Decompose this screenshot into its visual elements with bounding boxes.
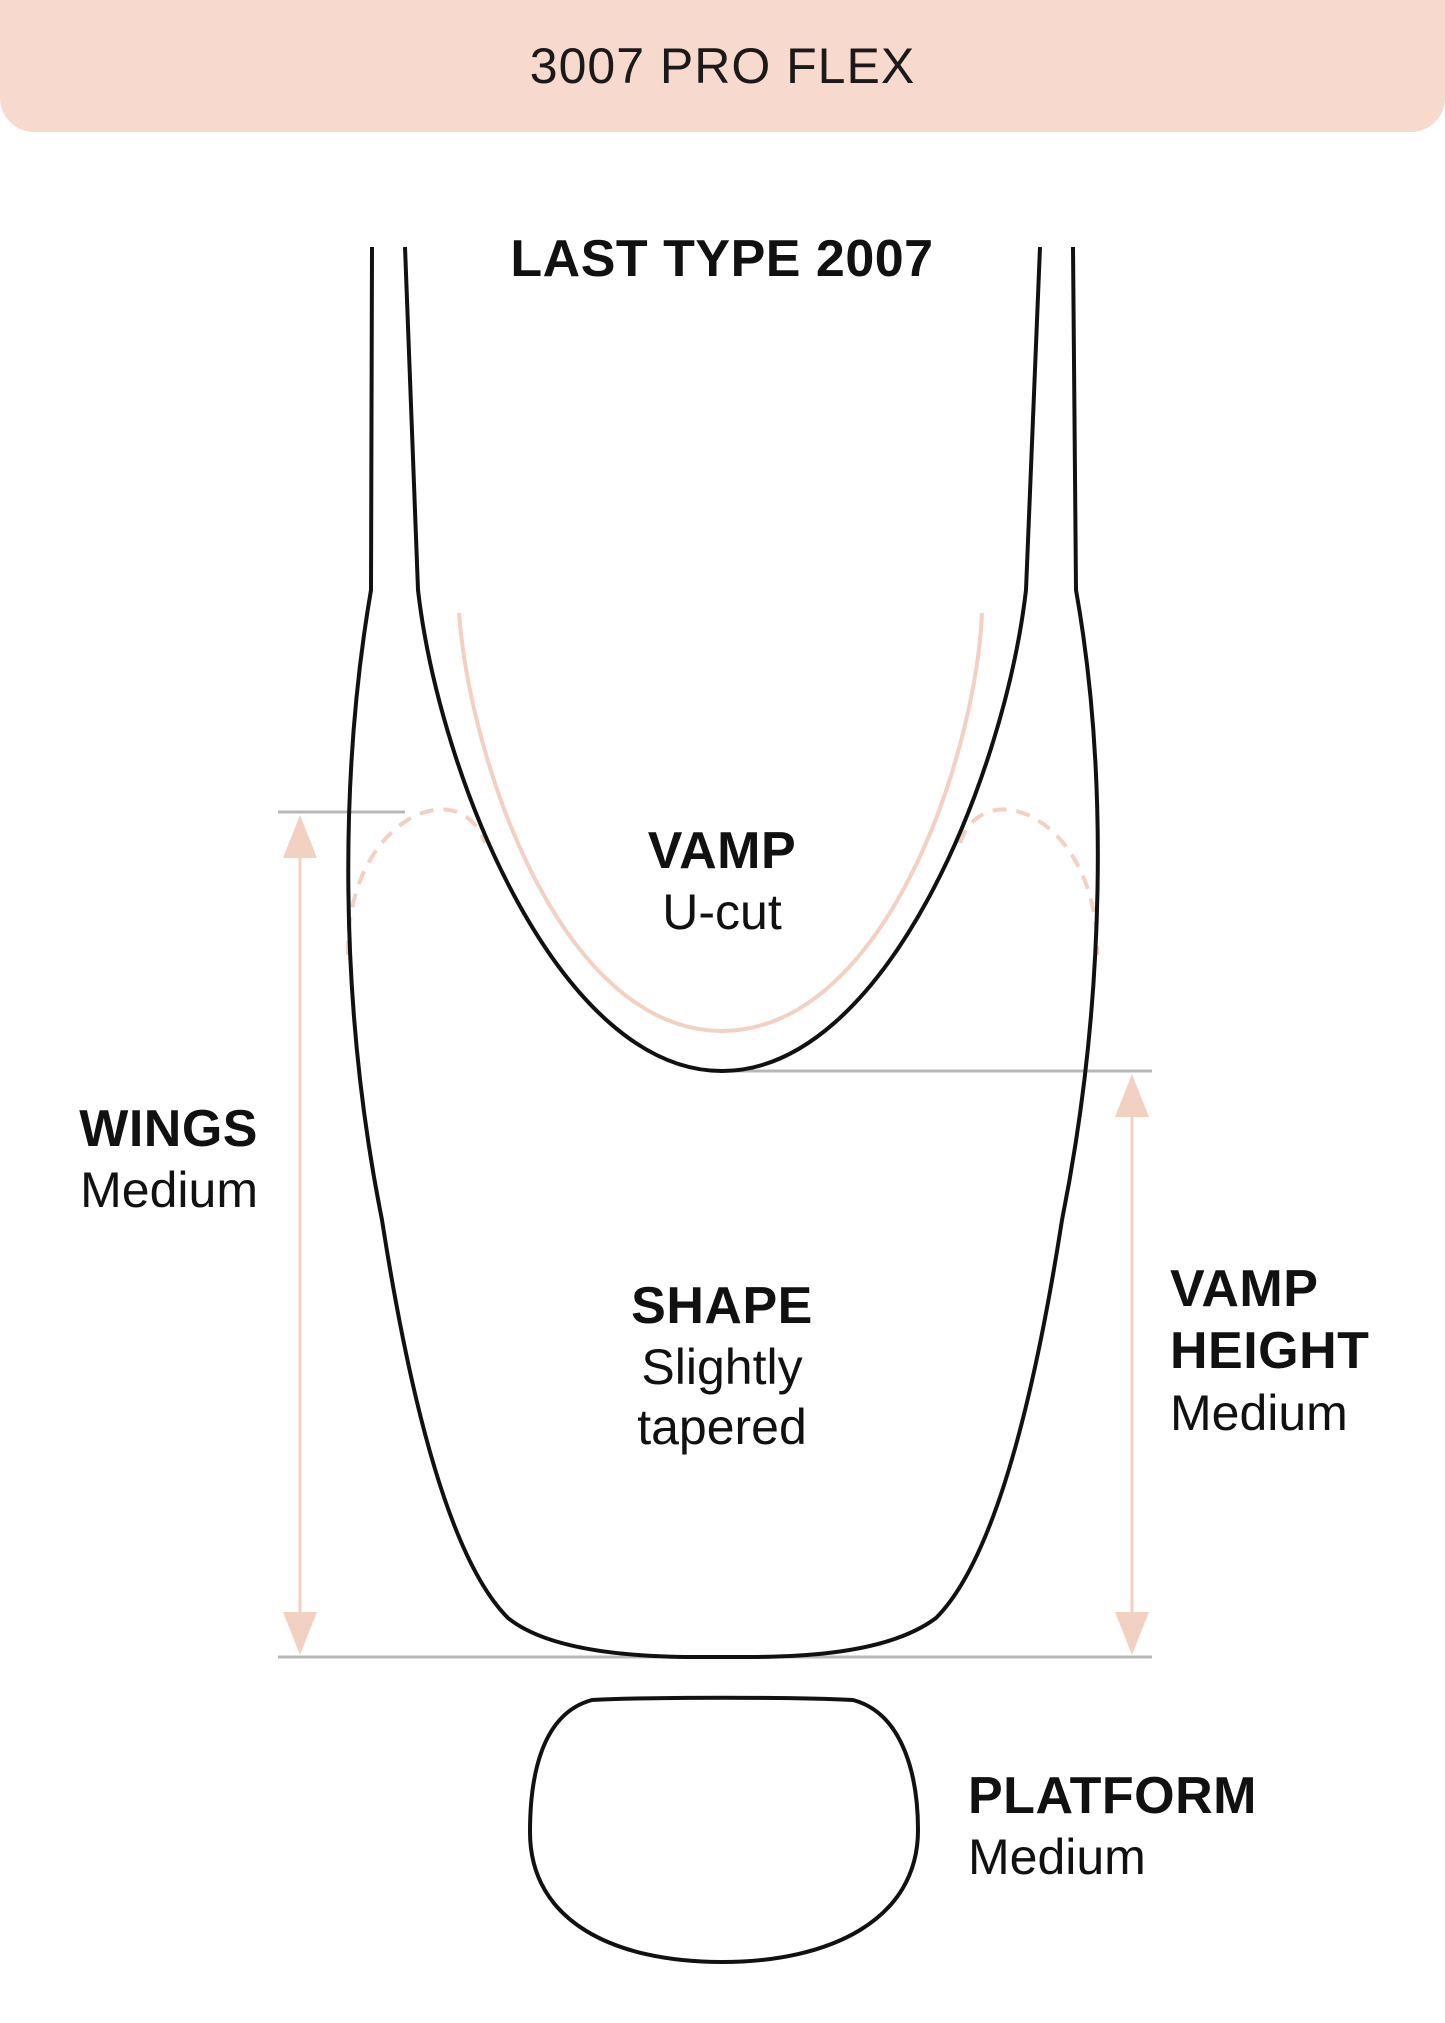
- left-wing-dashed-arc: [345, 807, 487, 956]
- shoe-inner-outline: [403, 246, 1042, 1074]
- wings-dimension-arrow: [283, 815, 317, 1655]
- platform-label: PLATFORM Medium: [968, 1765, 1308, 1887]
- platform-value: Medium: [968, 1829, 1146, 1886]
- platform-outline: [527, 1695, 921, 1965]
- wings-label: WINGS Medium: [20, 1098, 258, 1220]
- wings-value: Medium: [80, 1162, 258, 1219]
- vamp-height-title-line2: HEIGHT: [1170, 1322, 1370, 1381]
- platform-title: PLATFORM: [968, 1767, 1257, 1825]
- vamp-label: VAMP U-cut: [572, 820, 872, 942]
- inner-vamp-curve: [457, 612, 984, 1034]
- vamp-height-title-line1: VAMP: [1170, 1260, 1319, 1318]
- product-title: 3007 PRO FLEX: [529, 38, 916, 94]
- header-bar: 3007 PRO FLEX: [0, 0, 1445, 132]
- shape-value-line1: Slightly: [641, 1339, 803, 1396]
- right-wing-dashed-arc: [958, 807, 1100, 956]
- shape-value-line2: tapered: [637, 1399, 807, 1456]
- vamp-height-dimension-arrow: [1115, 1074, 1149, 1655]
- last-type-label: LAST TYPE 2007: [510, 230, 934, 288]
- vamp-value: U-cut: [662, 884, 782, 941]
- wings-title: WINGS: [79, 1100, 258, 1158]
- vamp-height-value: Medium: [1170, 1384, 1348, 1441]
- shape-label: SHAPE Slightly tapered: [572, 1275, 872, 1457]
- shape-title: SHAPE: [631, 1277, 813, 1335]
- vamp-title: VAMP: [647, 822, 797, 880]
- shoe-outer-outline: [346, 246, 1100, 1660]
- vamp-height-label: VAMP HEIGHT Medium: [1170, 1258, 1430, 1443]
